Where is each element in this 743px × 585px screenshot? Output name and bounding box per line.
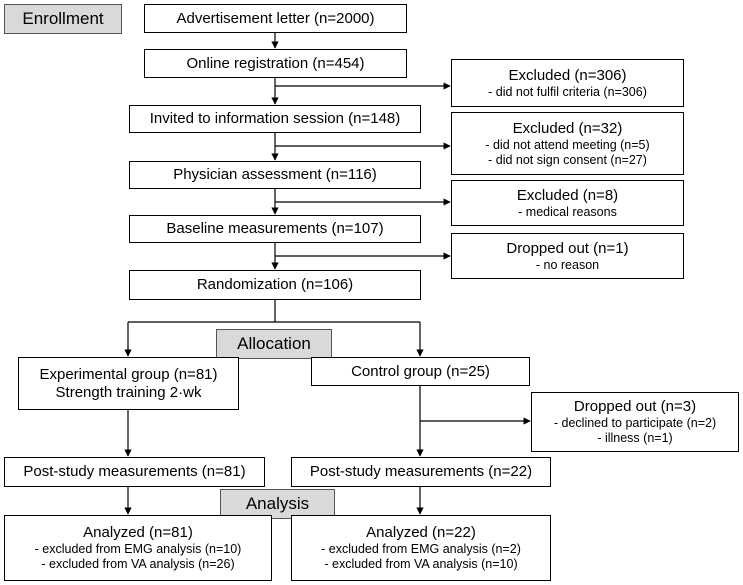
invited-text: Invited to information session (n=148) [149, 110, 401, 127]
dropped-1-reason: - no reason [535, 257, 600, 272]
box-excluded-3: Excluded (n=8) - medical reasons [451, 180, 684, 226]
box-randomization: Randomization (n=106) [129, 270, 421, 300]
stage-analysis: Analysis [220, 489, 335, 519]
stage-allocation: Allocation [216, 329, 332, 359]
box-excluded-1: Excluded (n=306) - did not fulfil criter… [451, 59, 684, 107]
experimental-subtitle: Strength training 2·wk [55, 383, 202, 401]
experimental-analyzed-line-1: - excluded from EMG analysis (n=10) [34, 542, 242, 556]
box-control-analyzed: Analyzed (n=22) - excluded from EMG anal… [291, 515, 551, 581]
advertisement-text: Advertisement letter (n=2000) [176, 9, 375, 27]
box-experimental-analyzed: Analyzed (n=81) - excluded from EMG anal… [4, 515, 272, 581]
excluded-3-title: Excluded (n=8) [516, 186, 619, 204]
box-physician: Physician assessment (n=116) [129, 161, 421, 189]
experimental-analyzed-line-2: - excluded from VA analysis (n=26) [41, 557, 235, 571]
online-text: Online registration (n=454) [186, 54, 365, 72]
experimental-title: Experimental group (n=81) [39, 365, 218, 383]
control-analyzed-line-2: - excluded from VA analysis (n=10) [324, 557, 518, 571]
excluded-3-reason: - medical reasons [518, 204, 617, 219]
box-invited: Invited to information session (n=148) [129, 105, 421, 133]
excluded-1-reason: - did not fulfil criteria (n=306) [488, 84, 647, 99]
control-dropped-reason-2: - illness (n=1) [597, 431, 673, 445]
box-online-registration: Online registration (n=454) [144, 49, 407, 78]
box-baseline: Baseline measurements (n=107) [129, 215, 421, 243]
experimental-analyzed-title: Analyzed (n=81) [83, 524, 193, 541]
randomization-text: Randomization (n=106) [196, 276, 354, 293]
baseline-text: Baseline measurements (n=107) [166, 220, 384, 237]
box-advertisement: Advertisement letter (n=2000) [144, 4, 407, 33]
excluded-1-title: Excluded (n=306) [508, 66, 627, 84]
excluded-2-title: Excluded (n=32) [512, 119, 623, 137]
control-post-text: Post-study measurements (n=22) [309, 463, 533, 480]
excluded-2-reason-2: - did not sign consent (n=27) [488, 152, 647, 167]
excluded-2-reason-1: - did not attend meeting (n=5) [485, 137, 650, 152]
box-experimental-post: Post-study measurements (n=81) [4, 457, 265, 487]
stage-enrollment: Enrollment [4, 4, 122, 34]
control-dropped-reason-1: - declined to participate (n=2) [553, 416, 717, 430]
box-control-group: Control group (n=25) [311, 357, 530, 386]
box-control-post: Post-study measurements (n=22) [291, 457, 551, 487]
control-dropped-title: Dropped out (n=3) [573, 398, 697, 415]
box-control-dropped: Dropped out (n=3) - declined to particip… [531, 392, 739, 452]
box-dropped-1: Dropped out (n=1) - no reason [451, 233, 684, 279]
experimental-post-text: Post-study measurements (n=81) [23, 463, 246, 480]
box-excluded-2: Excluded (n=32) - did not attend meeting… [451, 112, 684, 175]
control-analyzed-line-1: - excluded from EMG analysis (n=2) [321, 542, 521, 556]
dropped-1-title: Dropped out (n=1) [506, 239, 629, 257]
box-experimental-group: Experimental group (n=81) Strength train… [18, 357, 239, 410]
control-analyzed-title: Analyzed (n=22) [366, 524, 476, 541]
physician-text: Physician assessment (n=116) [173, 166, 377, 183]
control-title: Control group (n=25) [351, 362, 490, 380]
